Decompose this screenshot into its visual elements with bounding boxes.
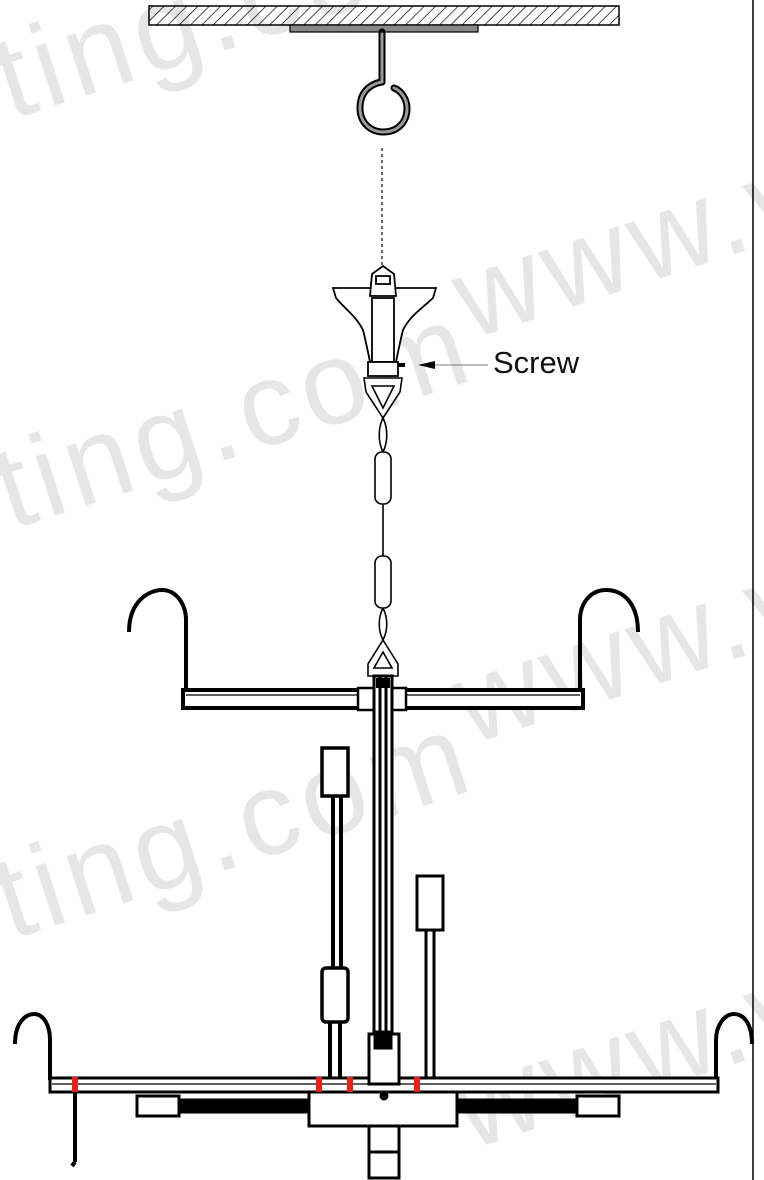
watermark-text: iting.com	[0, 277, 488, 565]
lower-arm-hooks	[13, 1011, 754, 1080]
ceiling	[148, 5, 620, 33]
screw-callout: Screw	[418, 345, 580, 380]
chain-connector-bottom	[367, 638, 399, 677]
drop-rod-left	[70, 1092, 77, 1168]
lower-side-arms	[135, 1094, 621, 1118]
marker	[72, 1077, 78, 1092]
connection-markers	[72, 1077, 420, 1092]
watermark-text: www.y	[436, 125, 764, 365]
chain	[374, 417, 392, 641]
candle-arm-right	[415, 874, 445, 1080]
chain-connector-top	[363, 377, 403, 420]
watermark-text: www.y	[436, 530, 764, 770]
marker	[414, 1077, 420, 1092]
screw-label: Screw	[493, 345, 580, 380]
central-stem	[372, 674, 394, 1034]
canopy	[331, 264, 438, 377]
screw-part	[398, 363, 405, 367]
upper-arm-hooks	[127, 587, 640, 692]
marker	[316, 1077, 322, 1092]
candle-arm-left	[320, 746, 350, 1080]
marker	[347, 1077, 353, 1092]
watermark-text: iting.com	[0, 687, 488, 975]
